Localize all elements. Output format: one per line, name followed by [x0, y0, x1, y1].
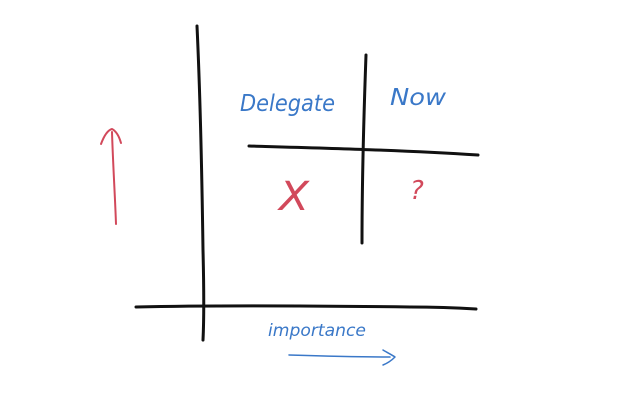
- horizontal-arrow-shaft: [288, 354, 391, 358]
- vertical-arrow-head-icon: [100, 128, 122, 145]
- x-axis-label: importance: [268, 321, 366, 341]
- vertical-arrow-shaft: [111, 131, 117, 225]
- horizontal-arrow-head-icon: [382, 349, 396, 366]
- quadrant-vertical-divider: [360, 53, 368, 245]
- quadrant-horizontal-divider: [247, 144, 480, 157]
- top-left-quadrant-label: Delegate: [240, 91, 335, 117]
- left-quadrant-mark: X: [277, 174, 311, 220]
- top-right-quadrant-label: Now: [390, 85, 446, 111]
- right-quadrant-mark: ?: [410, 176, 424, 206]
- horizontal-axis-line: [134, 304, 478, 311]
- vertical-axis-line: [195, 24, 206, 342]
